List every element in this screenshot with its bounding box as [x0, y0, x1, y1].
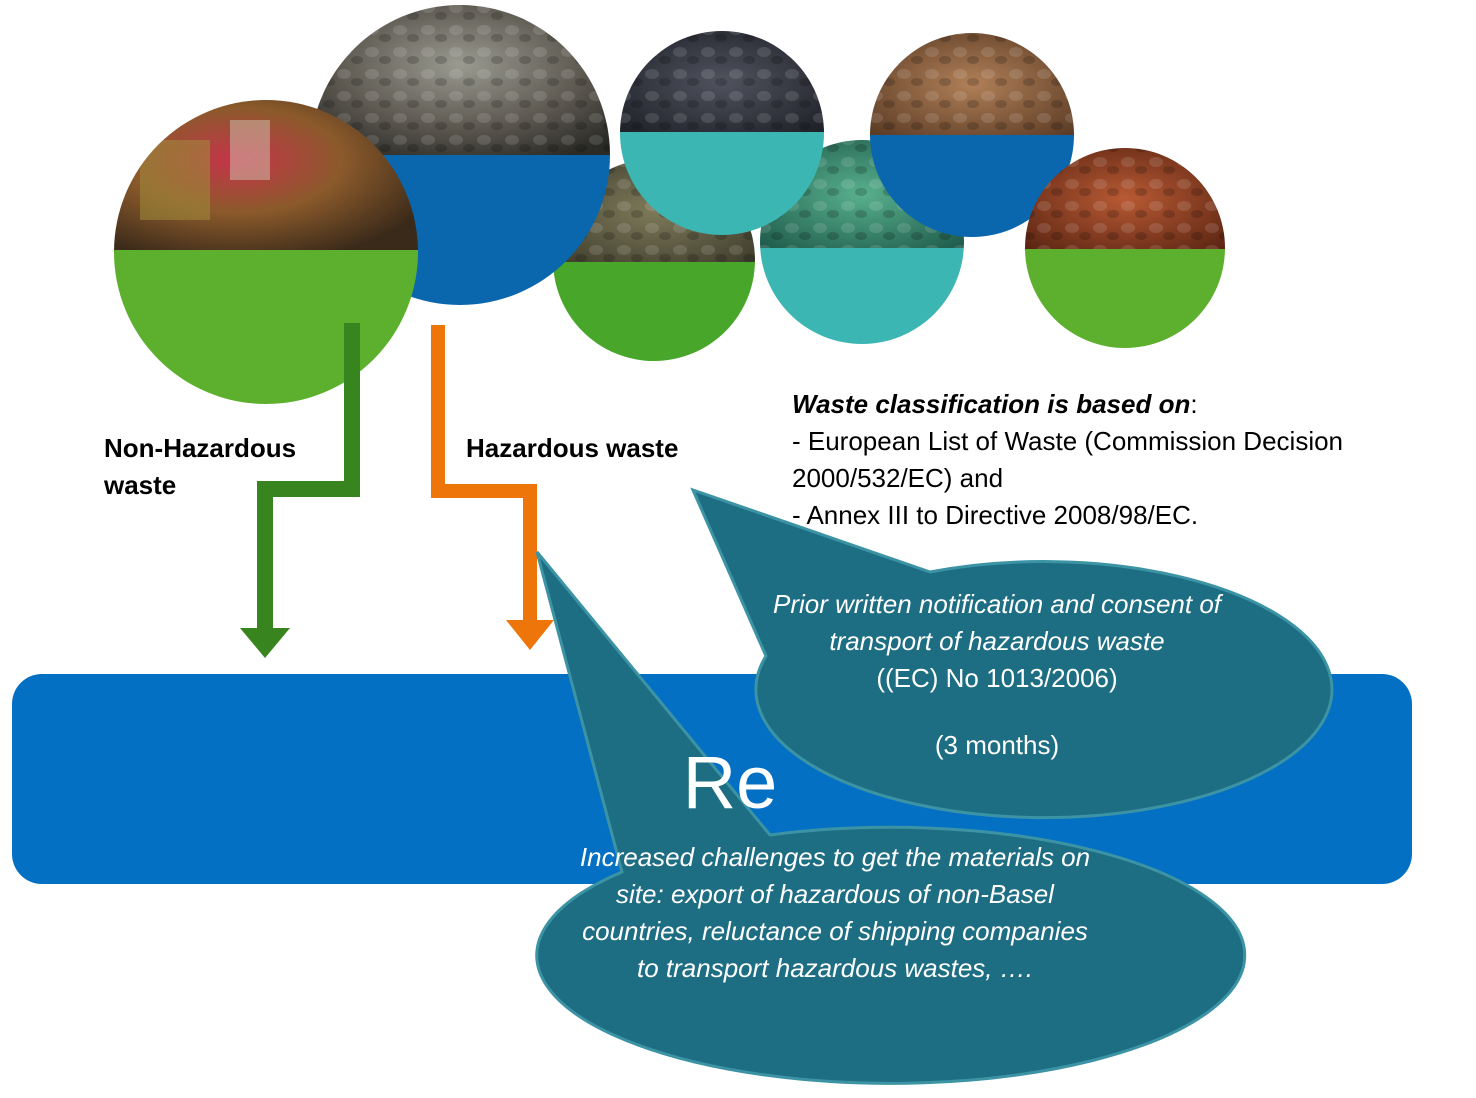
notification-regulation: ((EC) No 1013/2006) — [876, 663, 1118, 693]
classification-item-1: - European List of Waste (Commission Dec… — [792, 426, 1344, 493]
coal-sample-circle — [620, 31, 824, 235]
challenges-callout — [535, 551, 1247, 1085]
notification-duration: (3 months) — [934, 730, 1060, 760]
orange-arrow — [431, 325, 554, 650]
notification-callout-text: Prior written notification and consent o… — [760, 586, 1234, 764]
rust-sample-circle — [1025, 148, 1225, 348]
challenges-text: Increased challenges to get the material… — [579, 842, 1091, 983]
classification-title: Waste classification is based on — [792, 389, 1191, 419]
electronics-circle — [114, 100, 418, 404]
classification-title-line: Waste classification is based on: — [792, 386, 1476, 423]
hazardous-label: Hazardous waste — [466, 433, 679, 463]
classification-colon: : — [1190, 389, 1198, 419]
non-hazardous-label: Non-Hazardous waste — [104, 433, 297, 500]
classification-text: Waste classification is based on: - Euro… — [792, 386, 1476, 534]
notification-text: Prior written notification and consent o… — [772, 589, 1222, 656]
green-arrow — [240, 323, 360, 658]
notification-callout — [690, 487, 1334, 820]
box-label: Re — [682, 741, 778, 824]
classification-item-2: - Annex III to Directive 2008/98/EC. — [792, 500, 1199, 530]
